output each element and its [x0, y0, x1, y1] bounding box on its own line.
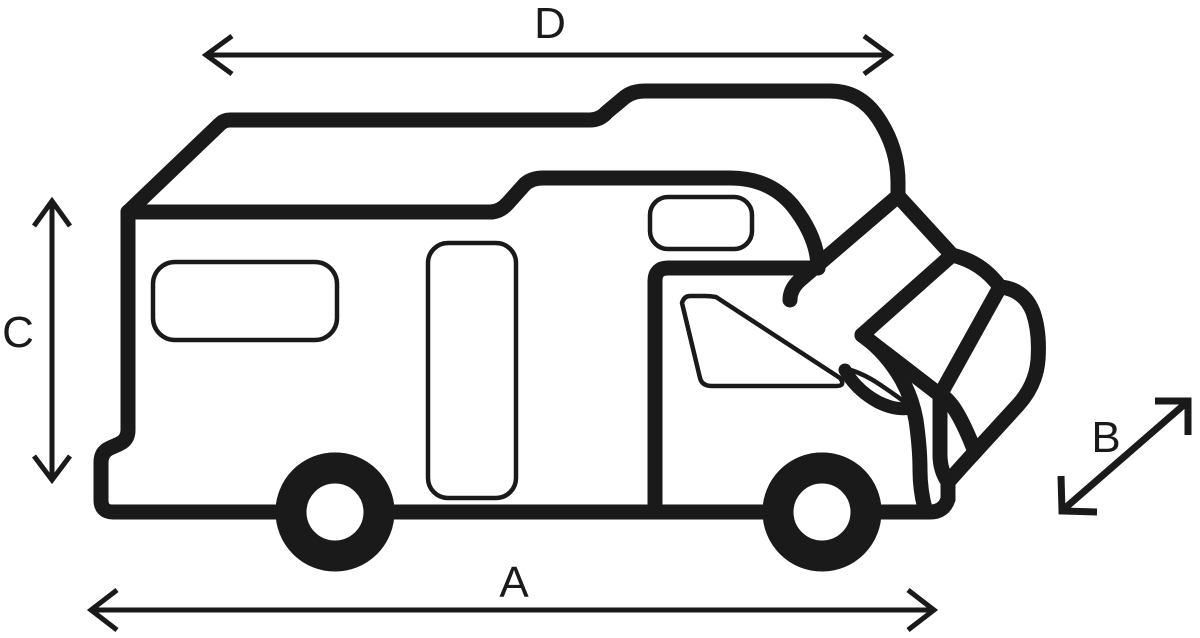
dimension-a-arrowhead-right — [906, 588, 939, 632]
side-mirror-arm — [840, 365, 915, 411]
bumper-seam — [932, 387, 983, 460]
front-wheel-arch — [762, 452, 882, 572]
dimension-d: D — [201, 0, 895, 77]
front-wheel-tyre — [778, 468, 866, 556]
dimension-c-label: C — [2, 308, 34, 357]
hood-front-edge — [932, 279, 1008, 403]
entry-door — [425, 240, 519, 501]
rear-wheel-tyre — [291, 468, 379, 556]
cab-nose-contour — [854, 327, 934, 520]
dimension-b-arrowhead-lower — [1057, 475, 1098, 516]
side-mirror — [838, 363, 919, 416]
dimension-d-arrowhead-left — [201, 33, 234, 77]
dimension-b-line — [1061, 400, 1189, 512]
windshield-upper-edge — [782, 188, 906, 308]
rear-wheel-gap — [289, 466, 381, 558]
front-bumper-inner-edge — [932, 387, 956, 490]
cab-door-window — [679, 293, 845, 389]
rear-wheel-arch — [275, 452, 395, 572]
dimension-b: B — [1057, 397, 1192, 516]
front-wheel-gap — [776, 466, 868, 558]
dimension-c-arrowhead-top — [31, 196, 73, 228]
living-area-roof — [120, 170, 826, 276]
dimension-b-label: B — [1091, 413, 1120, 462]
rear-window — [150, 259, 340, 343]
cab-partition — [647, 260, 826, 520]
dimension-c-arrowhead-bottom — [32, 454, 72, 485]
motorhome-illustration — [93, 83, 1046, 572]
dimension-c: C — [2, 196, 73, 485]
dimension-d-arrowhead-right — [862, 33, 895, 77]
dimension-d-label: D — [534, 0, 566, 48]
dimension-a-label: A — [499, 558, 529, 607]
dimension-a: A — [86, 558, 939, 632]
windshield-lower-edge — [854, 247, 960, 343]
overcab-front-edge — [890, 188, 960, 263]
dimension-b-arrowhead-upper — [1155, 397, 1192, 435]
front-bumper-outer — [940, 279, 1046, 507]
dimension-a-arrowhead-left — [86, 588, 119, 632]
overcab-roof — [120, 83, 906, 220]
alcove-window — [647, 194, 755, 252]
